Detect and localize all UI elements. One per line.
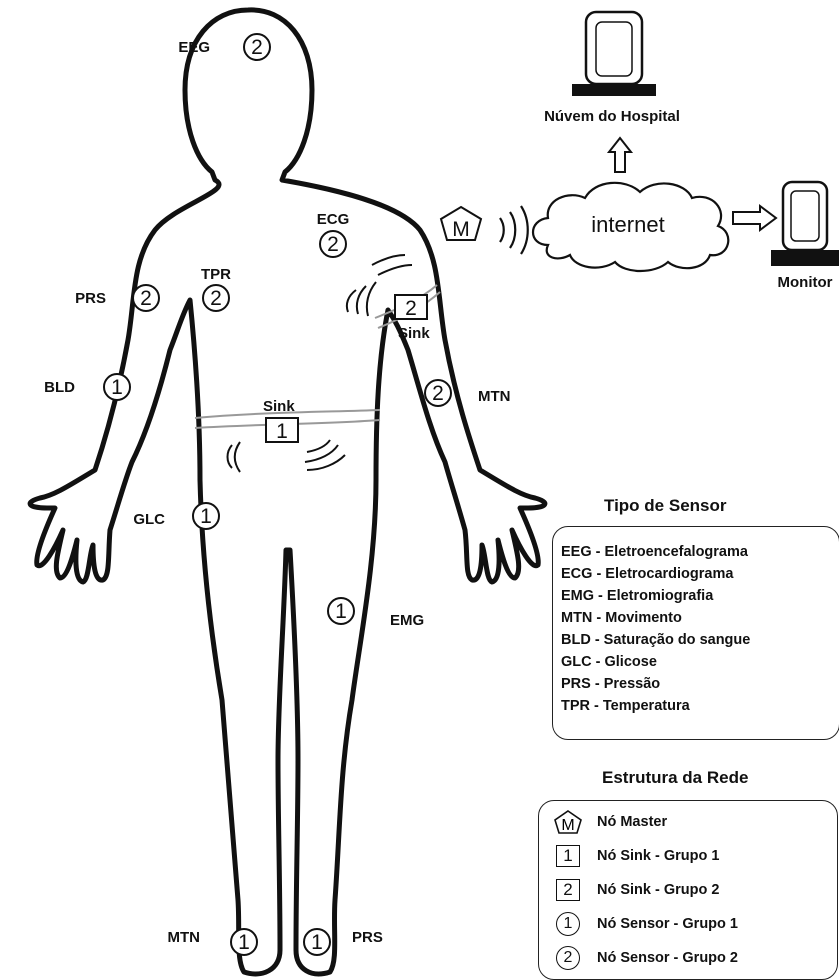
- sensor-legend-item: MTN - Movimento: [561, 607, 839, 629]
- wireless-waves-master: [500, 206, 528, 254]
- sensor-group-number: 1: [111, 376, 123, 399]
- sensor-node-prs: 1 PRS: [304, 929, 383, 955]
- sensor-code-label: TPR: [201, 266, 231, 283]
- legend-master-symbol: M: [561, 817, 574, 834]
- sink-node-group-2: 2 Sink: [395, 295, 430, 342]
- network-structure-legend: M Nó Master 1 Nó Sink - Grupo 1 2 Nó Sin…: [538, 800, 838, 980]
- sensor-code-label: ECG: [317, 211, 350, 228]
- arrow-to-monitor: [733, 206, 776, 230]
- hospital-cloud-label: Núvem do Hospital: [544, 108, 680, 125]
- sensor-code-label: BLD: [44, 379, 75, 396]
- sensor-legend-item: TPR - Temperatura: [561, 695, 839, 717]
- sensor-code-label: MTN: [168, 929, 201, 946]
- internet-label: internet: [591, 212, 664, 237]
- legend-master-label: Nó Master: [597, 814, 667, 830]
- legend-row-sensor-1: 1 Nó Sensor - Grupo 1: [553, 909, 738, 939]
- sensor-group-number: 2: [140, 287, 152, 310]
- master-node: M: [441, 207, 481, 241]
- sensor-code-label: GLC: [133, 511, 165, 528]
- legend-sink-2-label: Nó Sink - Grupo 2: [597, 882, 719, 898]
- sensor-legend-item: EEG - Eletroencefalograma: [561, 541, 839, 563]
- monitor-label: Monitor: [778, 274, 833, 291]
- sensor-code-label: EMG: [390, 612, 424, 629]
- sensor-legend-item: EMG - Eletromiografia: [561, 585, 839, 607]
- legend-row-sensor-2: 2 Nó Sensor - Grupo 2: [553, 943, 738, 973]
- sink-1-label: Sink: [263, 398, 295, 415]
- sensor-legend-title: Tipo de Sensor: [604, 496, 727, 516]
- sensor-group-number: 2: [327, 233, 339, 256]
- sensor-code-label: EEG: [178, 39, 210, 56]
- sensor-group-number: 1: [238, 931, 250, 954]
- sensor-legend-item: GLC - Glicose: [561, 651, 839, 673]
- sensor-node-mtn: 1 MTN: [168, 929, 258, 955]
- sensor-legend-item: ECG - Eletrocardiograma: [561, 563, 839, 585]
- sensor-group-number: 1: [200, 505, 212, 528]
- legend-sink-1-symbol: 1: [556, 845, 580, 867]
- network-legend-title: Estrutura da Rede: [602, 768, 748, 788]
- master-symbol: M: [452, 218, 470, 241]
- sensor-legend-item: PRS - Pressão: [561, 673, 839, 695]
- sensor-code-label: PRS: [352, 929, 383, 946]
- internet-cloud: internet: [533, 183, 728, 271]
- sensor-group-number: 1: [311, 931, 323, 954]
- legend-sensor-2-symbol: 2: [556, 946, 580, 970]
- sensor-group-number: 2: [432, 382, 444, 405]
- human-body-outline: [30, 10, 545, 974]
- legend-sensor-1-label: Nó Sensor - Grupo 1: [597, 916, 738, 932]
- monitor-icon: [771, 182, 839, 266]
- sink-2-label: Sink: [398, 325, 430, 342]
- legend-sink-1-label: Nó Sink - Grupo 1: [597, 848, 719, 864]
- legend-row-master: M Nó Master: [553, 807, 667, 837]
- legend-sensor-2-label: Nó Sensor - Grupo 2: [597, 950, 738, 966]
- legend-sensor-1-symbol: 1: [556, 912, 580, 936]
- wireless-waves-sink-1: [228, 440, 346, 472]
- sensor-code-label: MTN: [478, 388, 511, 405]
- hospital-server-icon: [572, 12, 656, 96]
- sensor-node-glc: 1 GLC: [133, 503, 219, 529]
- sensor-node-mtn: 2 MTN: [425, 380, 511, 406]
- legend-row-sink-2: 2 Nó Sink - Grupo 2: [553, 875, 719, 905]
- sensor-group-number: 1: [335, 600, 347, 623]
- sensor-node-bld: 1 BLD: [44, 374, 130, 400]
- legend-row-sink-1: 1 Nó Sink - Grupo 1: [553, 841, 719, 871]
- sink-1-number: 1: [276, 420, 288, 443]
- sensor-group-number: 2: [210, 287, 222, 310]
- sensor-group-number: 2: [251, 36, 263, 59]
- sensor-node-ecg: 2 ECG: [317, 211, 350, 257]
- sensor-node-prs: 2 PRS: [75, 285, 159, 311]
- legend-sink-2-symbol: 2: [556, 879, 580, 901]
- sensor-node-tpr: 2 TPR: [201, 266, 231, 311]
- arrow-to-hospital-cloud: [609, 138, 631, 172]
- sink-node-group-1: Sink 1: [263, 398, 298, 443]
- sensor-legend-item: BLD - Saturação do sangue: [561, 629, 839, 651]
- sink-2-number: 2: [405, 297, 417, 320]
- sensor-code-label: PRS: [75, 290, 106, 307]
